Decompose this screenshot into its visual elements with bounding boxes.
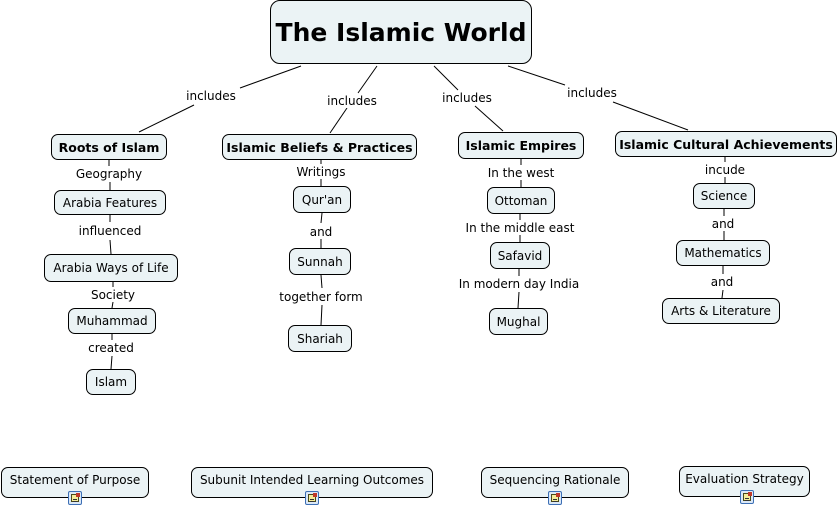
text-line-icon — [310, 501, 314, 502]
cultural-achievements-node[interactable]: Islamic Cultural Achievements — [615, 131, 837, 157]
page-icon — [308, 494, 316, 502]
shariah-node[interactable]: Shariah — [288, 325, 352, 352]
link-line — [138, 104, 195, 133]
islamic-empires-node[interactable]: Islamic Empires — [458, 132, 584, 159]
link-line — [320, 274, 323, 289]
page-icon — [551, 494, 559, 502]
link-line — [357, 65, 378, 94]
link-label: includes — [441, 91, 493, 105]
link-line — [111, 301, 114, 309]
link-line — [320, 304, 323, 326]
link-line — [721, 289, 724, 299]
link-label: Geography — [74, 167, 144, 181]
document-attachment-icon[interactable] — [305, 491, 319, 505]
link-label: includes — [185, 89, 237, 103]
link-label: Society — [89, 288, 137, 302]
text-line-icon — [310, 499, 314, 500]
islam-node[interactable]: Islam — [86, 369, 136, 395]
link-label: influenced — [77, 224, 143, 238]
root-node[interactable]: The Islamic World — [270, 0, 532, 64]
link-label: created — [87, 341, 135, 355]
quran-node[interactable]: Qur'an — [293, 186, 351, 213]
text-line-icon — [553, 499, 557, 500]
beliefs-practices-node[interactable]: Islamic Beliefs & Practices — [222, 134, 417, 160]
link-line — [433, 65, 459, 91]
link-line — [320, 212, 323, 224]
mughal-node[interactable]: Mughal — [489, 308, 548, 335]
link-line — [507, 65, 566, 86]
text-line-icon — [73, 501, 77, 502]
link-label: includes — [326, 94, 378, 108]
link-line — [517, 291, 520, 309]
evaluation-strategy-node[interactable]: Evaluation Strategy — [679, 466, 810, 497]
image-thumb-icon — [76, 493, 80, 497]
link-line — [239, 65, 302, 89]
muhammad-node[interactable]: Muhammad — [68, 308, 156, 334]
document-attachment-icon[interactable] — [548, 491, 562, 505]
sunnah-node[interactable]: Sunnah — [289, 248, 351, 275]
ottoman-node[interactable]: Ottoman — [487, 187, 555, 214]
image-thumb-icon — [313, 493, 317, 497]
link-label: and — [710, 217, 736, 231]
link-label: includes — [566, 86, 618, 100]
link-label: and — [709, 275, 735, 289]
link-line — [474, 105, 504, 132]
link-label: Writings — [295, 165, 347, 179]
text-line-icon — [73, 499, 77, 500]
document-attachment-icon[interactable] — [68, 491, 82, 505]
image-thumb-icon — [748, 492, 752, 496]
text-line-icon — [745, 500, 749, 501]
page-icon — [743, 493, 751, 501]
link-label: incude — [703, 163, 747, 177]
link-label: In the west — [486, 166, 556, 180]
page-icon — [71, 494, 79, 502]
science-node[interactable]: Science — [693, 183, 755, 209]
text-line-icon — [553, 501, 557, 502]
text-line-icon — [745, 498, 749, 499]
roots-of-islam-node[interactable]: Roots of Islam — [51, 134, 167, 160]
document-attachment-icon[interactable] — [740, 490, 754, 504]
link-label: In modern day India — [457, 277, 581, 291]
link-line — [329, 107, 348, 134]
link-label: In the middle east — [464, 221, 576, 235]
arabia-features-node[interactable]: Arabia Features — [54, 190, 166, 215]
link-line — [612, 101, 689, 131]
arts-literature-node[interactable]: Arts & Literature — [662, 298, 780, 324]
link-line — [109, 239, 112, 255]
image-thumb-icon — [556, 493, 560, 497]
arabia-ways-of-life-node[interactable]: Arabia Ways of Life — [44, 254, 178, 282]
link-label: and — [308, 225, 334, 239]
link-line — [110, 355, 113, 370]
link-label: together form — [278, 290, 364, 304]
mathematics-node[interactable]: Mathematics — [676, 240, 770, 266]
safavid-node[interactable]: Safavid — [490, 242, 550, 269]
